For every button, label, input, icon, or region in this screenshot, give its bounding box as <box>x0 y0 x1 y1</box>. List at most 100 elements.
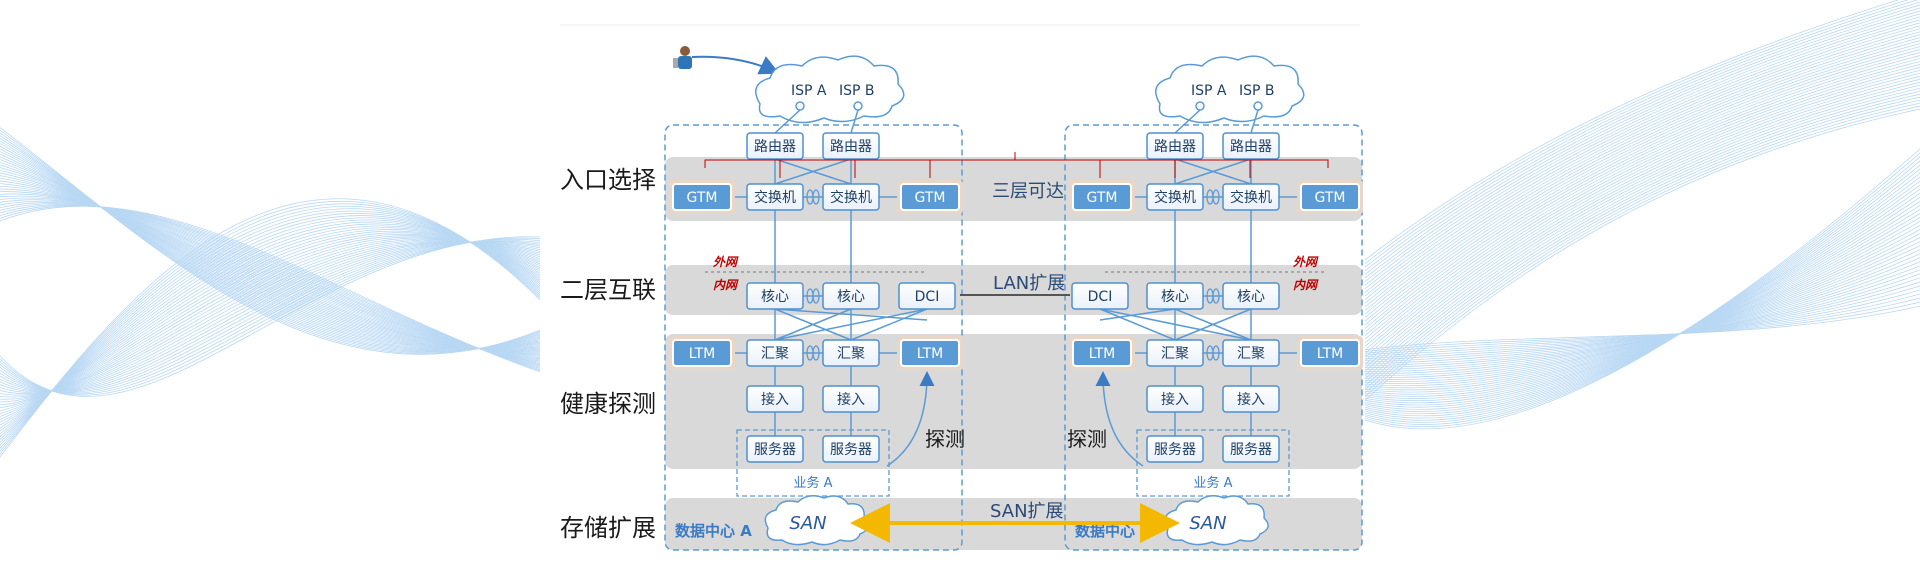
wave-line <box>1364 176 1920 415</box>
access-1: 接入 <box>1146 385 1204 413</box>
wave-line <box>1364 37 1920 315</box>
switch-2-label: 交换机 <box>1230 189 1272 206</box>
wave-line <box>1364 67 1920 351</box>
wave-line <box>1364 253 1920 374</box>
dci-node-box <box>898 282 956 310</box>
wave-line <box>1364 19 1920 293</box>
gtm-1: GTM <box>669 180 735 214</box>
core-2-box <box>1222 282 1280 310</box>
row-label-entry: 入口选择 <box>560 166 656 194</box>
gtm-2: GTM <box>1297 180 1363 214</box>
wave-line <box>1364 73 1920 358</box>
agg-2-box <box>1222 339 1280 367</box>
wave-line <box>1364 212 1920 395</box>
wave-line <box>1364 297 1920 354</box>
wave-line <box>1364 241 1920 380</box>
agg-1-box <box>746 339 804 367</box>
link-line <box>1099 308 1252 341</box>
ltm-1-box <box>1072 339 1132 367</box>
datacenter-name: 数据中心 A <box>675 522 752 540</box>
wave-line <box>1364 10 1920 282</box>
link-line <box>774 158 852 185</box>
user-icon <box>673 46 692 69</box>
ltm-1-box <box>672 339 732 367</box>
wave-line <box>1364 87 1920 376</box>
wave-line <box>1364 172 1920 417</box>
switch-1-label: 交换机 <box>1154 189 1196 206</box>
gtm-1-label: GTM <box>1087 190 1118 206</box>
link-line <box>850 308 928 341</box>
wave-line <box>1364 13 1920 286</box>
wave-line <box>1364 55 1920 336</box>
isp-a-label: ISP A <box>1191 83 1227 99</box>
wave-line <box>1364 160 1920 423</box>
san-label: SAN <box>1189 513 1226 534</box>
gtm-1-label: GTM <box>687 190 718 206</box>
isp-a-label: ISP A <box>791 83 827 99</box>
row-label-layer2: 二层互联 <box>560 276 656 304</box>
router-1: 路由器 <box>746 132 804 160</box>
wave-line <box>0 161 541 350</box>
gtm-1-box <box>672 183 732 211</box>
wave-line <box>0 193 541 361</box>
core-2: 核心 <box>1222 282 1280 310</box>
wave-line <box>0 151 541 350</box>
link-line <box>774 308 928 321</box>
decorative-waves-right <box>1364 0 1920 430</box>
gtm-2-label: GTM <box>915 190 946 206</box>
wave-line <box>0 232 541 411</box>
server-2-box <box>822 435 880 463</box>
wave-line <box>0 208 541 446</box>
link-line <box>774 308 928 341</box>
wave-line <box>0 205 541 373</box>
wave-line <box>1364 180 1920 412</box>
wave-line <box>1364 164 1920 421</box>
wave-line <box>1364 81 1920 369</box>
core-1: 核心 <box>746 282 804 310</box>
wave-line <box>1364 64 1920 347</box>
wave-line <box>0 217 541 435</box>
server-2-box <box>1222 435 1280 463</box>
wave-line <box>1364 245 1920 378</box>
link-line <box>1099 308 1176 321</box>
agg-1: 汇聚 <box>1146 339 1204 367</box>
dci-node: DCI <box>1071 282 1129 310</box>
wave-line <box>1364 224 1920 389</box>
wave-line <box>1364 93 1920 383</box>
access-1-box <box>1146 385 1204 413</box>
wave-line <box>1364 233 1920 384</box>
link-line <box>1174 158 1252 185</box>
core-1-label: 核心 <box>761 289 789 305</box>
access-2: 接入 <box>1222 385 1280 413</box>
wave-line <box>1364 285 1920 360</box>
wave-line <box>1364 188 1920 408</box>
outer-net-label: 外网 <box>1292 255 1319 269</box>
lan-extension-label: LAN扩展 <box>993 273 1065 294</box>
wave-line <box>1364 75 1920 362</box>
probe-label: 探测 <box>1067 427 1107 451</box>
agg-1: 汇聚 <box>746 339 804 367</box>
isp-a-port <box>795 101 805 111</box>
inner-net-label: 内网 <box>713 278 739 292</box>
wave-line <box>0 241 541 393</box>
core-1-box <box>746 282 804 310</box>
link-bundle-icon <box>812 288 820 304</box>
dci-node-label: DCI <box>1088 289 1113 305</box>
wave-line <box>1364 168 1920 419</box>
router-1-label: 路由器 <box>1154 139 1196 155</box>
isp-b-label: ISP B <box>839 83 875 99</box>
wave-line <box>1364 216 1920 393</box>
wave-line <box>1364 102 1920 394</box>
server-2-label: 服务器 <box>1230 442 1272 458</box>
switch-2-box <box>822 183 880 211</box>
wave-line <box>1364 305 1920 351</box>
wave-line <box>1364 220 1920 391</box>
ltm-2-label: LTM <box>1317 346 1344 362</box>
wave-line <box>0 221 541 429</box>
isp-b-port <box>1253 101 1263 111</box>
row-label-health: 健康探测 <box>560 390 656 418</box>
inner-net-label: 内网 <box>1293 278 1319 292</box>
core-1-label: 核心 <box>1161 289 1189 305</box>
